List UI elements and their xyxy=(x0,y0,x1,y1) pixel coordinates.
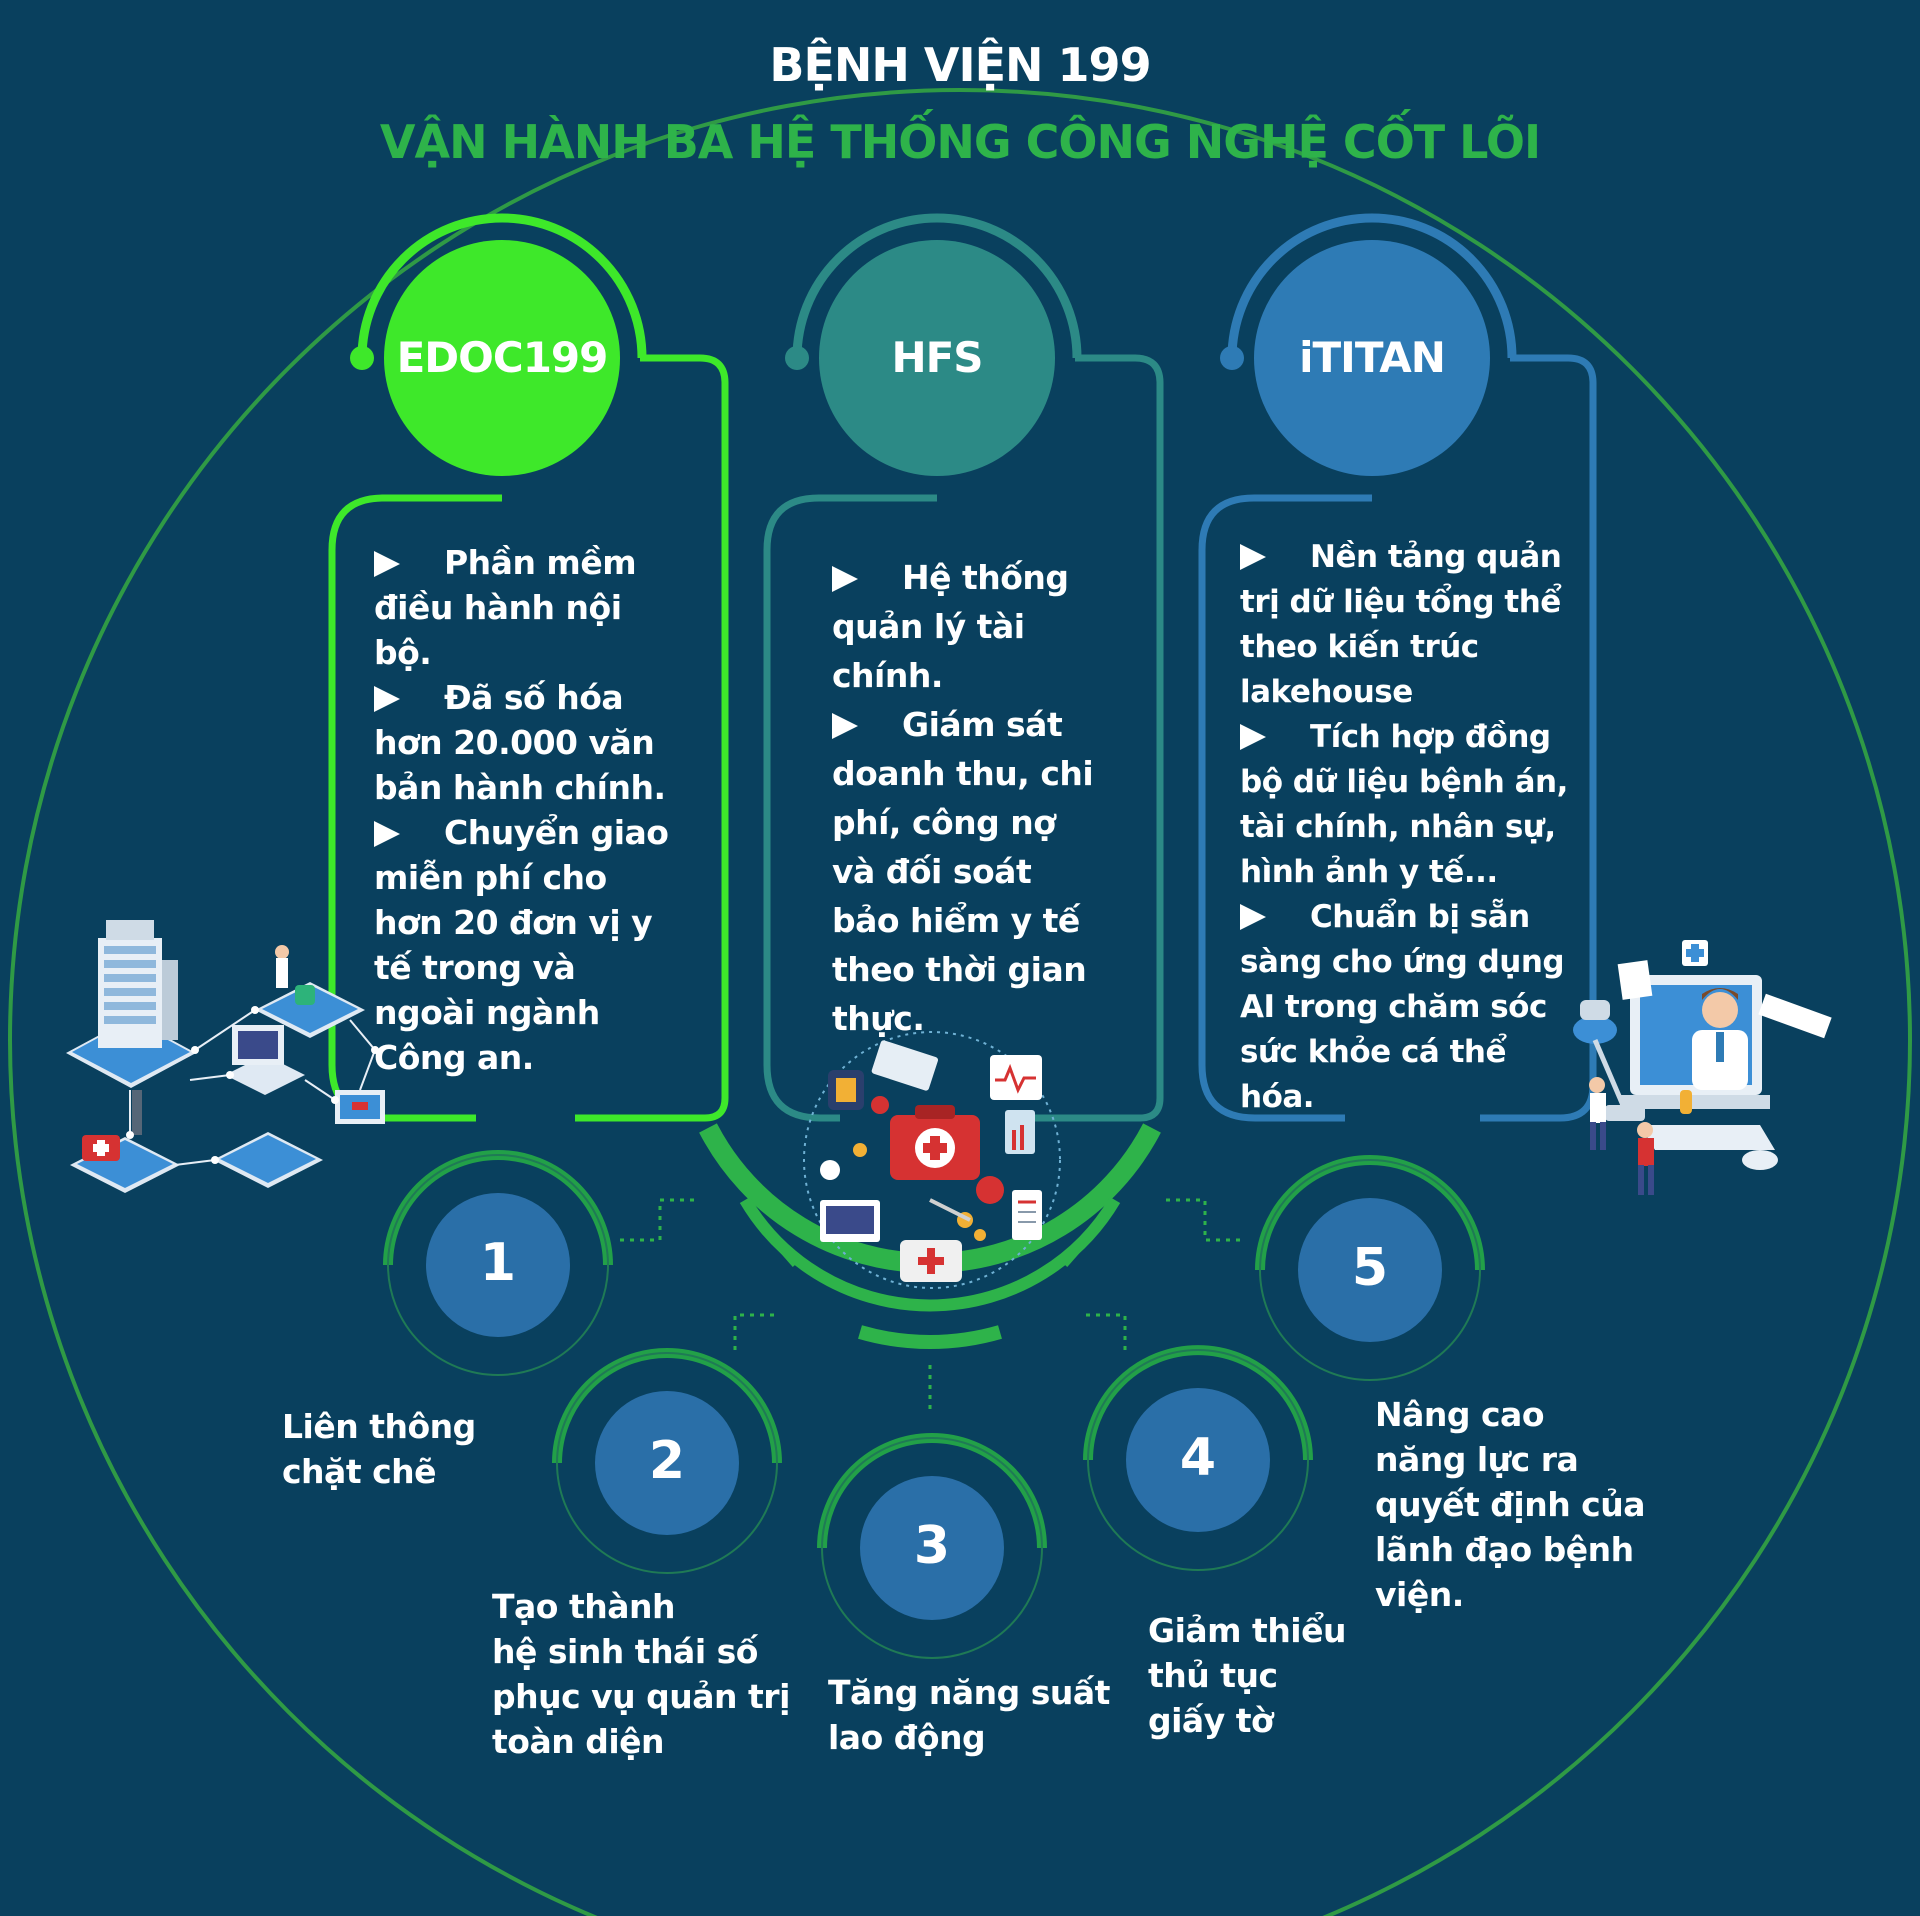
edoc-item: Đã số hóa hơn 20.000 văn bản hành chính. xyxy=(374,678,666,807)
benefit-text-1: Liên thông chặt chẽ xyxy=(282,1407,476,1491)
edoc-frame xyxy=(328,213,729,1122)
number-circle-2 xyxy=(595,1391,739,1535)
medical-kit-illustration xyxy=(803,1031,1061,1289)
page-title: BỆNH VIỆN 199 xyxy=(769,38,1151,92)
number-circle-5 xyxy=(1298,1198,1442,1342)
bullet-triangle-icon xyxy=(832,566,858,592)
hfs-frame xyxy=(763,213,1164,1122)
ititan-label: iTITAN xyxy=(1299,333,1446,382)
benefit-number-4: 4 xyxy=(1179,1428,1217,1488)
edoc-label: EDOC199 xyxy=(396,333,609,382)
bullet-triangle-icon xyxy=(1240,724,1266,750)
edoc-item: Chuyển giao miễn phí cho hơn 20 đơn vị y… xyxy=(374,813,669,1077)
hfs-item: Giám sát doanh thu, chi phí, công nợ và … xyxy=(832,705,1094,1038)
doctor-computer-illustration xyxy=(1573,940,1832,1195)
benefit-text-2: Tạo thành hệ sinh thái số phục vụ quản t… xyxy=(492,1587,790,1761)
page-subtitle: VẬN HÀNH BA HỆ THỐNG CÔNG NGHỆ CỐT LÕI xyxy=(379,115,1541,169)
ititan-circle xyxy=(1254,240,1490,476)
hfs-panel: Hệ thống quản lý tài chính. Giám sát doa… xyxy=(832,553,1102,1043)
edoc-item: Phần mềm điều hành nội bộ. xyxy=(374,543,637,672)
bullet-triangle-icon xyxy=(374,551,400,577)
dotted-connectors xyxy=(620,1198,1240,1410)
number-circle-3 xyxy=(860,1476,1004,1620)
ititan-panel: Nền tảng quản trị dữ liệu tổng thể theo … xyxy=(1240,535,1570,1120)
hfs-label: HFS xyxy=(891,333,983,382)
benefit-text-5: Nâng cao năng lực ra quyết định của lãnh… xyxy=(1375,1395,1646,1614)
ititan-item: Nền tảng quản trị dữ liệu tổng thể theo … xyxy=(1240,539,1562,710)
benefit-rings xyxy=(383,1150,1485,1659)
ititan-item: Tích hợp đồng bộ dữ liệu bệnh án, tài ch… xyxy=(1240,719,1568,890)
benefit-number-2: 2 xyxy=(648,1431,686,1491)
benefit-number-3: 3 xyxy=(913,1516,951,1576)
number-circle-1 xyxy=(426,1193,570,1337)
ititan-item: Chuẩn bị sẵn sàng cho ứng dụng AI trong … xyxy=(1240,899,1565,1115)
bullet-triangle-icon xyxy=(1240,544,1266,570)
ititan-frame xyxy=(1198,213,1597,1122)
edoc-circle xyxy=(384,240,620,476)
outer-ring xyxy=(8,88,1912,1916)
benefit-text-3: Tăng năng suất lao động xyxy=(828,1673,1110,1757)
hospital-network-illustration xyxy=(66,920,385,1193)
benefit-number-5: 5 xyxy=(1351,1238,1389,1298)
hfs-circle xyxy=(819,240,1055,476)
benefit-number-1: 1 xyxy=(479,1233,517,1293)
bullet-triangle-icon xyxy=(1240,904,1266,930)
bullet-triangle-icon xyxy=(374,686,400,712)
bullet-triangle-icon xyxy=(832,713,858,739)
hfs-item: Hệ thống quản lý tài chính. xyxy=(832,558,1069,695)
benefit-text-4: Giảm thiểu thủ tục giấy tờ xyxy=(1148,1611,1347,1740)
number-circle-4 xyxy=(1126,1388,1270,1532)
bullet-triangle-icon xyxy=(374,821,400,847)
edoc-panel: Phần mềm điều hành nội bộ. Đã số hóa hơn… xyxy=(374,540,674,1080)
